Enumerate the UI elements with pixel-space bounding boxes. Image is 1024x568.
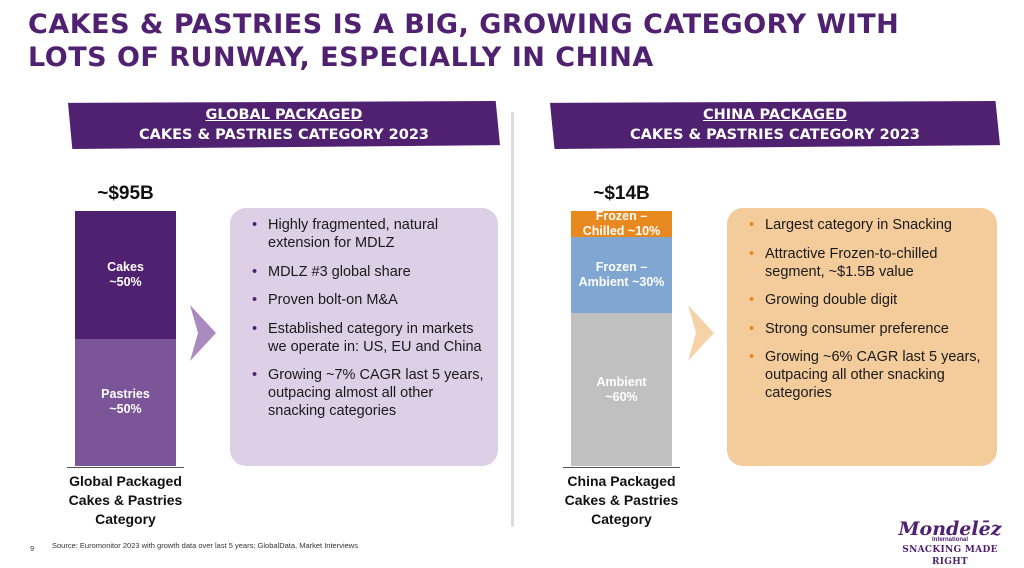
bullet-item: • Attractive Frozen-to-chilled segment, ~… [749,245,983,281]
logo-name: Mondelēz [898,518,1002,540]
china-banner: CHINA PACKAGED CAKES & PASTRIES CATEGORY… [550,101,1000,149]
china-banner-line2: CAKES & PASTRIES CATEGORY 2023 [629,127,921,143]
page-number: 9 [30,544,35,553]
bar-total-label: ~$14B [593,183,650,204]
bar-baseline [67,467,184,468]
bullet-item: • Proven bolt-on M&A [252,291,484,309]
logo-tagline: SNACKING MADE RIGHT [902,545,998,567]
global-bullets-box: • Highly fragmented, natural extension fo… [230,208,498,466]
bar-segment: Cakes~50% [75,211,176,339]
bullet-dot-icon: • [252,217,258,233]
arrow-right-icon [688,305,714,361]
global-banner: GLOBAL PACKAGED CAKES & PASTRIES CATEGOR… [68,101,500,149]
bullet-dot-icon: • [252,292,258,308]
bullet-item: • MDLZ #3 global share [252,263,484,281]
bullet-dot-icon: • [252,367,258,383]
bullet-dot-icon: • [749,217,755,233]
china-bullet-list: • Largest category in Snacking • Attractive… [741,216,983,402]
bullet-dot-icon: • [749,292,755,308]
bar-segment: Frozen –Chilled ~10% [571,209,672,239]
global-banner-line2: CAKES & PASTRIES CATEGORY 2023 [138,127,430,143]
global-bullet-list: • Highly fragmented, natural extension fo… [244,216,484,420]
segment-value: ~50% [109,402,142,417]
bullet-text: Established category in markets we opera… [268,320,482,355]
bar-baseline [563,467,680,468]
bullet-text: Proven bolt-on M&A [268,292,398,308]
bullet-item: • Established category in markets we oper… [252,320,484,356]
bullet-text: MDLZ #3 global share [268,263,411,280]
bullet-dot-icon: • [749,349,755,365]
bar-segment-label: Frozen –Chilled ~10% [583,209,660,239]
segment-name: Ambient [596,374,647,389]
bar-segment: Frozen –Ambient ~30% [571,236,672,313]
bullet-item: • Largest category in Snacking [749,216,983,234]
bullet-item: • Highly fragmented, natural extension fo… [252,216,484,252]
segment-name: Frozen – [595,259,648,274]
bullet-item: • Growing ~7% CAGR last 5 years, outpacin… [252,366,484,420]
bar-category-label: Global Packaged Cakes & Pastries Categor… [68,473,183,527]
bullet-item: • Growing ~6% CAGR last 5 years, outpacin… [749,348,983,402]
segment-name: Pastries [101,387,150,402]
bullet-dot-icon: • [252,320,258,337]
segment-value: ~60% [605,389,638,404]
bar-segment-label: Frozen –Ambient ~30% [579,260,665,290]
mondelez-logo: Mondelēz International SNACKING MADE RIG… [895,519,1005,568]
source-note: Source: Euromonitor 2023 with growth dat… [52,541,358,550]
segment-name: Cakes [107,259,144,274]
bullet-text: Highly fragmented, natural extension for… [268,217,439,251]
bar-segment-label: Ambient~60% [597,375,647,405]
global-banner-line1: GLOBAL PACKAGED [205,107,363,123]
segment-value: ~50% [109,274,142,289]
bullet-dot-icon: • [252,263,258,280]
china-bullets-box: • Largest category in Snacking • Attractive… [727,208,997,466]
bar-segment: Pastries~50% [75,338,176,466]
section-divider [511,112,514,527]
bullet-text: Growing ~6% CAGR last 5 years, outpacing… [765,349,981,401]
segment-value: Chilled ~10% [582,223,661,238]
bar-segment-label: Pastries~50% [101,387,150,417]
bullet-text: Attractive Frozen-to-chilled segment, ~$… [765,245,938,280]
segment-name: Frozen – [595,208,648,223]
bullet-item: • Strong consumer preference [749,320,983,338]
segment-value: Ambient ~30% [578,274,665,289]
bullet-text: Growing double digit [765,292,898,308]
bullet-item: • Growing double digit [749,291,983,309]
bullet-text: Growing ~7% CAGR last 5 years, outpacing… [268,367,484,419]
bullet-dot-icon: • [749,245,755,262]
bar-total-label: ~$95B [97,183,154,204]
bullet-text: Largest category in Snacking [765,217,952,233]
page-title: Cakes & Pastries is a big, growing categ… [28,9,900,73]
bar-segment: Ambient~60% [571,313,672,466]
bullet-dot-icon: • [749,320,755,337]
bar-category-label: China Packaged Cakes & Pastries Category [564,473,679,527]
china-banner-line1: CHINA PACKAGED [702,107,848,123]
bar-segment-label: Cakes~50% [107,260,144,290]
arrow-right-icon [190,305,216,361]
logo-sub: International [931,537,968,543]
bullet-text: Strong consumer preference [765,320,949,337]
